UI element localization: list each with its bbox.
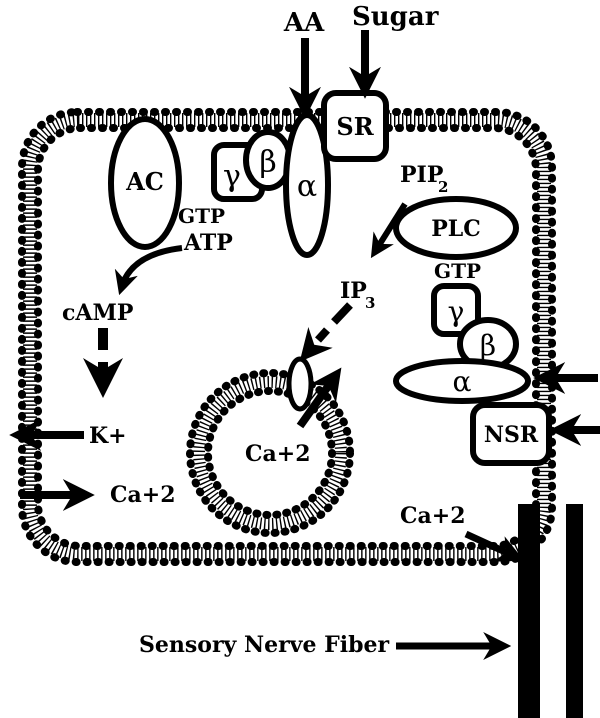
sugar-label: Sugar	[352, 2, 439, 32]
ca-nerve-label: Ca+2	[400, 503, 466, 529]
g-protein-right: γ β α	[396, 286, 528, 401]
non-sugar-receptor: NSR	[473, 405, 549, 463]
ip3-to-channel-arrow	[308, 345, 314, 352]
gamma-left-label: γ	[223, 159, 241, 194]
ip3-dash-1	[334, 305, 350, 322]
ca-vesicle-label: Ca+2	[245, 441, 311, 467]
adenylate-cyclase: AC	[111, 119, 179, 247]
ip3-receptor-channel	[289, 359, 311, 409]
sensory-nerve-fiber-label: Sensory Nerve Fiber	[139, 632, 389, 658]
alpha-right-label: α	[453, 365, 472, 398]
sr-label: SR	[336, 112, 374, 141]
sensory-nerve-fiber	[518, 504, 583, 718]
ip-label: IP	[340, 278, 367, 304]
gtp-right-label: GTP	[434, 259, 481, 283]
beta-left-label: β	[259, 145, 276, 180]
nsr-label: NSR	[484, 422, 539, 448]
phospholipase-c: PLC	[396, 199, 516, 257]
camp-label: cAMP	[62, 300, 133, 326]
atp-label: ATP	[183, 230, 233, 256]
aa-label: AA	[283, 8, 325, 38]
k-plus-label: K+	[89, 423, 127, 449]
beta-right-label: β	[480, 329, 496, 362]
gtp-left-label: GTP	[178, 204, 225, 228]
plc-label: PLC	[431, 216, 481, 242]
pip-label: PIP	[400, 162, 443, 188]
atp-to-camp-arrow	[122, 248, 182, 286]
ac-label: AC	[125, 167, 164, 196]
sugar-receptor: SR	[324, 93, 386, 159]
ca-left-label: Ca+2	[110, 482, 176, 508]
ip3-dash-2	[318, 330, 327, 340]
ip-subscript: 3	[365, 294, 375, 312]
alpha-left-label: α	[297, 169, 317, 204]
gamma-right-label: γ	[448, 295, 465, 328]
pip-subscript: 2	[438, 178, 448, 196]
